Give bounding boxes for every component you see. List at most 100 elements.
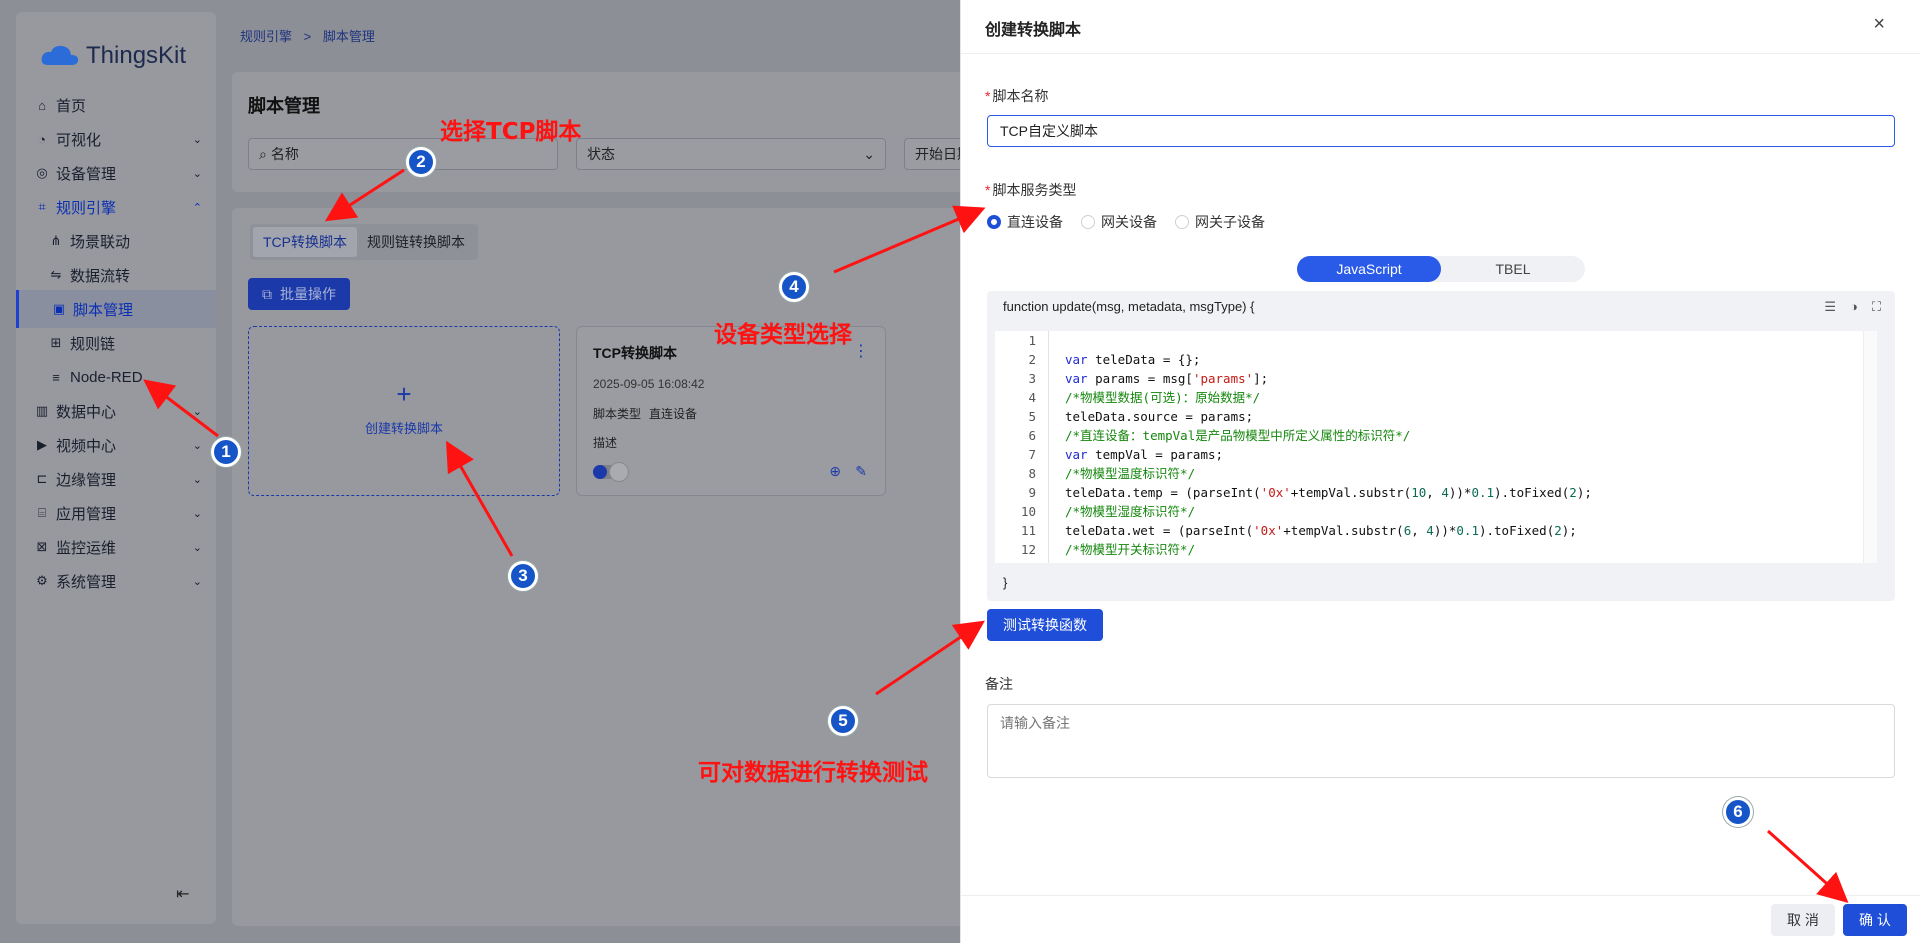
breadcrumb-rule-engine[interactable]: 规则引擎 bbox=[240, 29, 293, 44]
script-type-label: 脚本类型 bbox=[593, 407, 642, 421]
rule-engine-icon: ⌗ bbox=[38, 199, 46, 214]
name-filter-input[interactable]: ⌕名称 bbox=[248, 138, 558, 170]
line-number: 1 bbox=[1028, 333, 1036, 348]
sidebar-item-script[interactable]: ▣脚本管理 bbox=[16, 290, 216, 328]
sidebar-item-scene[interactable]: ⋔场景联动 bbox=[16, 222, 216, 260]
close-icon[interactable]: × bbox=[1873, 13, 1885, 35]
script-card-time: 2025-09-05 16:08:42 bbox=[593, 377, 705, 391]
sidebar-item-system[interactable]: ⚙系统管理⌄ bbox=[16, 562, 216, 600]
home-icon: ⌂ bbox=[38, 97, 46, 113]
code-line: teleData.source = params; bbox=[1065, 409, 1254, 424]
edge-icon: ⊏ bbox=[36, 471, 48, 486]
monitor-icon: ⊠ bbox=[36, 539, 48, 554]
radio-gateway-sub-device[interactable]: 网关子设备 bbox=[1175, 212, 1265, 232]
script-card[interactable]: TCP转换脚本 ⋮ 2025-09-05 16:08:42 脚本类型直连设备 描… bbox=[576, 326, 886, 496]
page-title: 脚本管理 bbox=[248, 96, 320, 116]
chevron-down-icon: ⌄ bbox=[863, 145, 875, 162]
code-lines: var teleData = {};var params = msg['para… bbox=[1065, 331, 1592, 559]
script-desc-label: 描述 bbox=[593, 436, 618, 450]
script-card-title: TCP转换脚本 bbox=[593, 345, 677, 361]
theme-icon[interactable]: ◑ bbox=[1850, 299, 1858, 314]
line-number: 10 bbox=[1020, 504, 1036, 519]
edit-icon[interactable]: ✎ bbox=[855, 463, 867, 479]
sidebar-item-visualization[interactable]: ◔可视化⌄ bbox=[16, 120, 216, 158]
script-name-label: *脚本名称 bbox=[985, 88, 1049, 104]
service-type-label: *脚本服务类型 bbox=[985, 182, 1077, 198]
code-line: var tempVal = params; bbox=[1065, 447, 1224, 462]
line-number: 5 bbox=[1028, 409, 1036, 424]
service-type-radio-group: 直连设备 网关设备 网关子设备 bbox=[987, 212, 1283, 232]
chevron-down-icon: ⌄ bbox=[192, 133, 202, 146]
script-name-input[interactable]: TCP自定义脚本 bbox=[987, 115, 1895, 147]
code-line: teleData.temp = (parseInt('0x'+tempVal.s… bbox=[1065, 485, 1592, 500]
annotation-badge-3: 3 bbox=[508, 561, 538, 591]
line-number: 12 bbox=[1020, 542, 1036, 557]
bulk-action-button[interactable]: ⧉批量操作 bbox=[248, 278, 350, 310]
confirm-button[interactable]: 确 认 bbox=[1843, 904, 1907, 936]
sidebar-item-rule-chain[interactable]: ⊞规则链 bbox=[16, 324, 216, 362]
create-script-drawer: 创建转换脚本 × *脚本名称 TCP自定义脚本 *脚本服务类型 直连设备 网关设… bbox=[960, 0, 1920, 943]
breadcrumb: 规则引擎 > 脚本管理 bbox=[240, 26, 375, 45]
function-header: function update(msg, metadata, msgType) … bbox=[1003, 299, 1255, 314]
sidebar-item-apps[interactable]: ⌸应用管理⌄ bbox=[16, 494, 216, 532]
radio-unchecked-icon bbox=[1081, 215, 1095, 229]
sidebar-item-home[interactable]: ⌂首页 bbox=[16, 86, 216, 124]
sidebar: ThingsKit ⌂首页 ◔可视化⌄ ◎设备管理⌄ ⌗规则引擎⌃ ⋔场景联动 … bbox=[16, 12, 216, 924]
more-options-icon[interactable]: ⋮ bbox=[853, 343, 869, 360]
script-type-value: 直连设备 bbox=[649, 407, 698, 421]
create-script-card[interactable]: + 创建转换脚本 bbox=[248, 326, 560, 496]
video-icon: ▶ bbox=[37, 437, 47, 452]
sidebar-item-monitor[interactable]: ⊠监控运维⌄ bbox=[16, 528, 216, 566]
annotation-badge-1: 1 bbox=[211, 437, 241, 467]
chevron-down-icon: ⌄ bbox=[192, 575, 202, 588]
status-toggle[interactable] bbox=[593, 462, 629, 482]
radio-direct-device[interactable]: 直连设备 bbox=[987, 212, 1063, 232]
sidebar-item-devices[interactable]: ◎设备管理⌄ bbox=[16, 154, 216, 192]
sidebar-item-data-flow[interactable]: ⇋数据流转 bbox=[16, 256, 216, 294]
sidebar-item-node-red[interactable]: ≡Node-RED bbox=[16, 358, 216, 396]
sidebar-item-rule-engine[interactable]: ⌗规则引擎⌃ bbox=[16, 188, 216, 226]
annotation-text-4: 设备类型选择 bbox=[714, 322, 852, 348]
code-line: /*物模型湿度标识符*/ bbox=[1065, 504, 1196, 519]
drawer-title: 创建转换脚本 bbox=[985, 22, 1082, 39]
cancel-button[interactable]: 取 消 bbox=[1771, 904, 1835, 936]
fullscreen-icon[interactable]: ⛶ bbox=[1871, 299, 1881, 314]
settings-icon: ⚙ bbox=[36, 573, 48, 588]
tab-tcp-script[interactable]: TCP转换脚本 bbox=[253, 227, 357, 257]
line-number: 6 bbox=[1028, 428, 1036, 443]
logo-text: ThingsKit bbox=[86, 42, 187, 69]
language-switch: JavaScript TBEL bbox=[1297, 256, 1585, 282]
breadcrumb-current: 脚本管理 bbox=[322, 29, 375, 44]
test-icon[interactable]: ⊕ bbox=[829, 463, 841, 479]
sidebar-item-video[interactable]: ▶视频中心⌄ bbox=[16, 426, 216, 464]
radio-gateway-device[interactable]: 网关设备 bbox=[1081, 212, 1157, 232]
remark-label: 备注 bbox=[985, 676, 1013, 692]
code-line: var teleData = {}; bbox=[1065, 352, 1201, 367]
script-type-tabs: TCP转换脚本 规则链转换脚本 bbox=[250, 224, 478, 260]
chevron-down-icon: ⌄ bbox=[192, 507, 202, 520]
line-number: 8 bbox=[1028, 466, 1036, 481]
app-icon: ⌸ bbox=[38, 505, 46, 520]
annotation-badge-6: 6 bbox=[1723, 797, 1753, 827]
tab-rule-chain-script[interactable]: 规则链转换脚本 bbox=[367, 234, 465, 250]
code-line: /*物模型开关标识符*/ bbox=[1065, 542, 1196, 557]
code-scrollbar[interactable] bbox=[1863, 331, 1877, 563]
collapse-sidebar-icon[interactable]: ⇤ bbox=[176, 886, 190, 903]
tab-javascript[interactable]: JavaScript bbox=[1297, 256, 1441, 282]
sidebar-item-edge[interactable]: ⊏边缘管理⌄ bbox=[16, 460, 216, 498]
breadcrumb-separator: > bbox=[303, 29, 312, 44]
search-icon: ⌕ bbox=[259, 145, 267, 162]
test-function-button[interactable]: 测试转换函数 bbox=[987, 609, 1103, 641]
format-icon[interactable]: ☰ bbox=[1824, 299, 1837, 314]
dashboard-icon: ◔ bbox=[38, 131, 46, 147]
status-filter-select[interactable]: 状态⌄ bbox=[576, 138, 886, 170]
radio-unchecked-icon bbox=[1175, 215, 1189, 229]
tab-tbel[interactable]: TBEL bbox=[1495, 261, 1531, 277]
logo: ThingsKit bbox=[40, 42, 186, 70]
remark-textarea[interactable] bbox=[987, 704, 1895, 778]
script-icon: ▣ bbox=[52, 301, 66, 316]
sidebar-item-data-center[interactable]: ▥数据中心⌄ bbox=[16, 392, 216, 430]
plus-icon: + bbox=[396, 379, 412, 409]
